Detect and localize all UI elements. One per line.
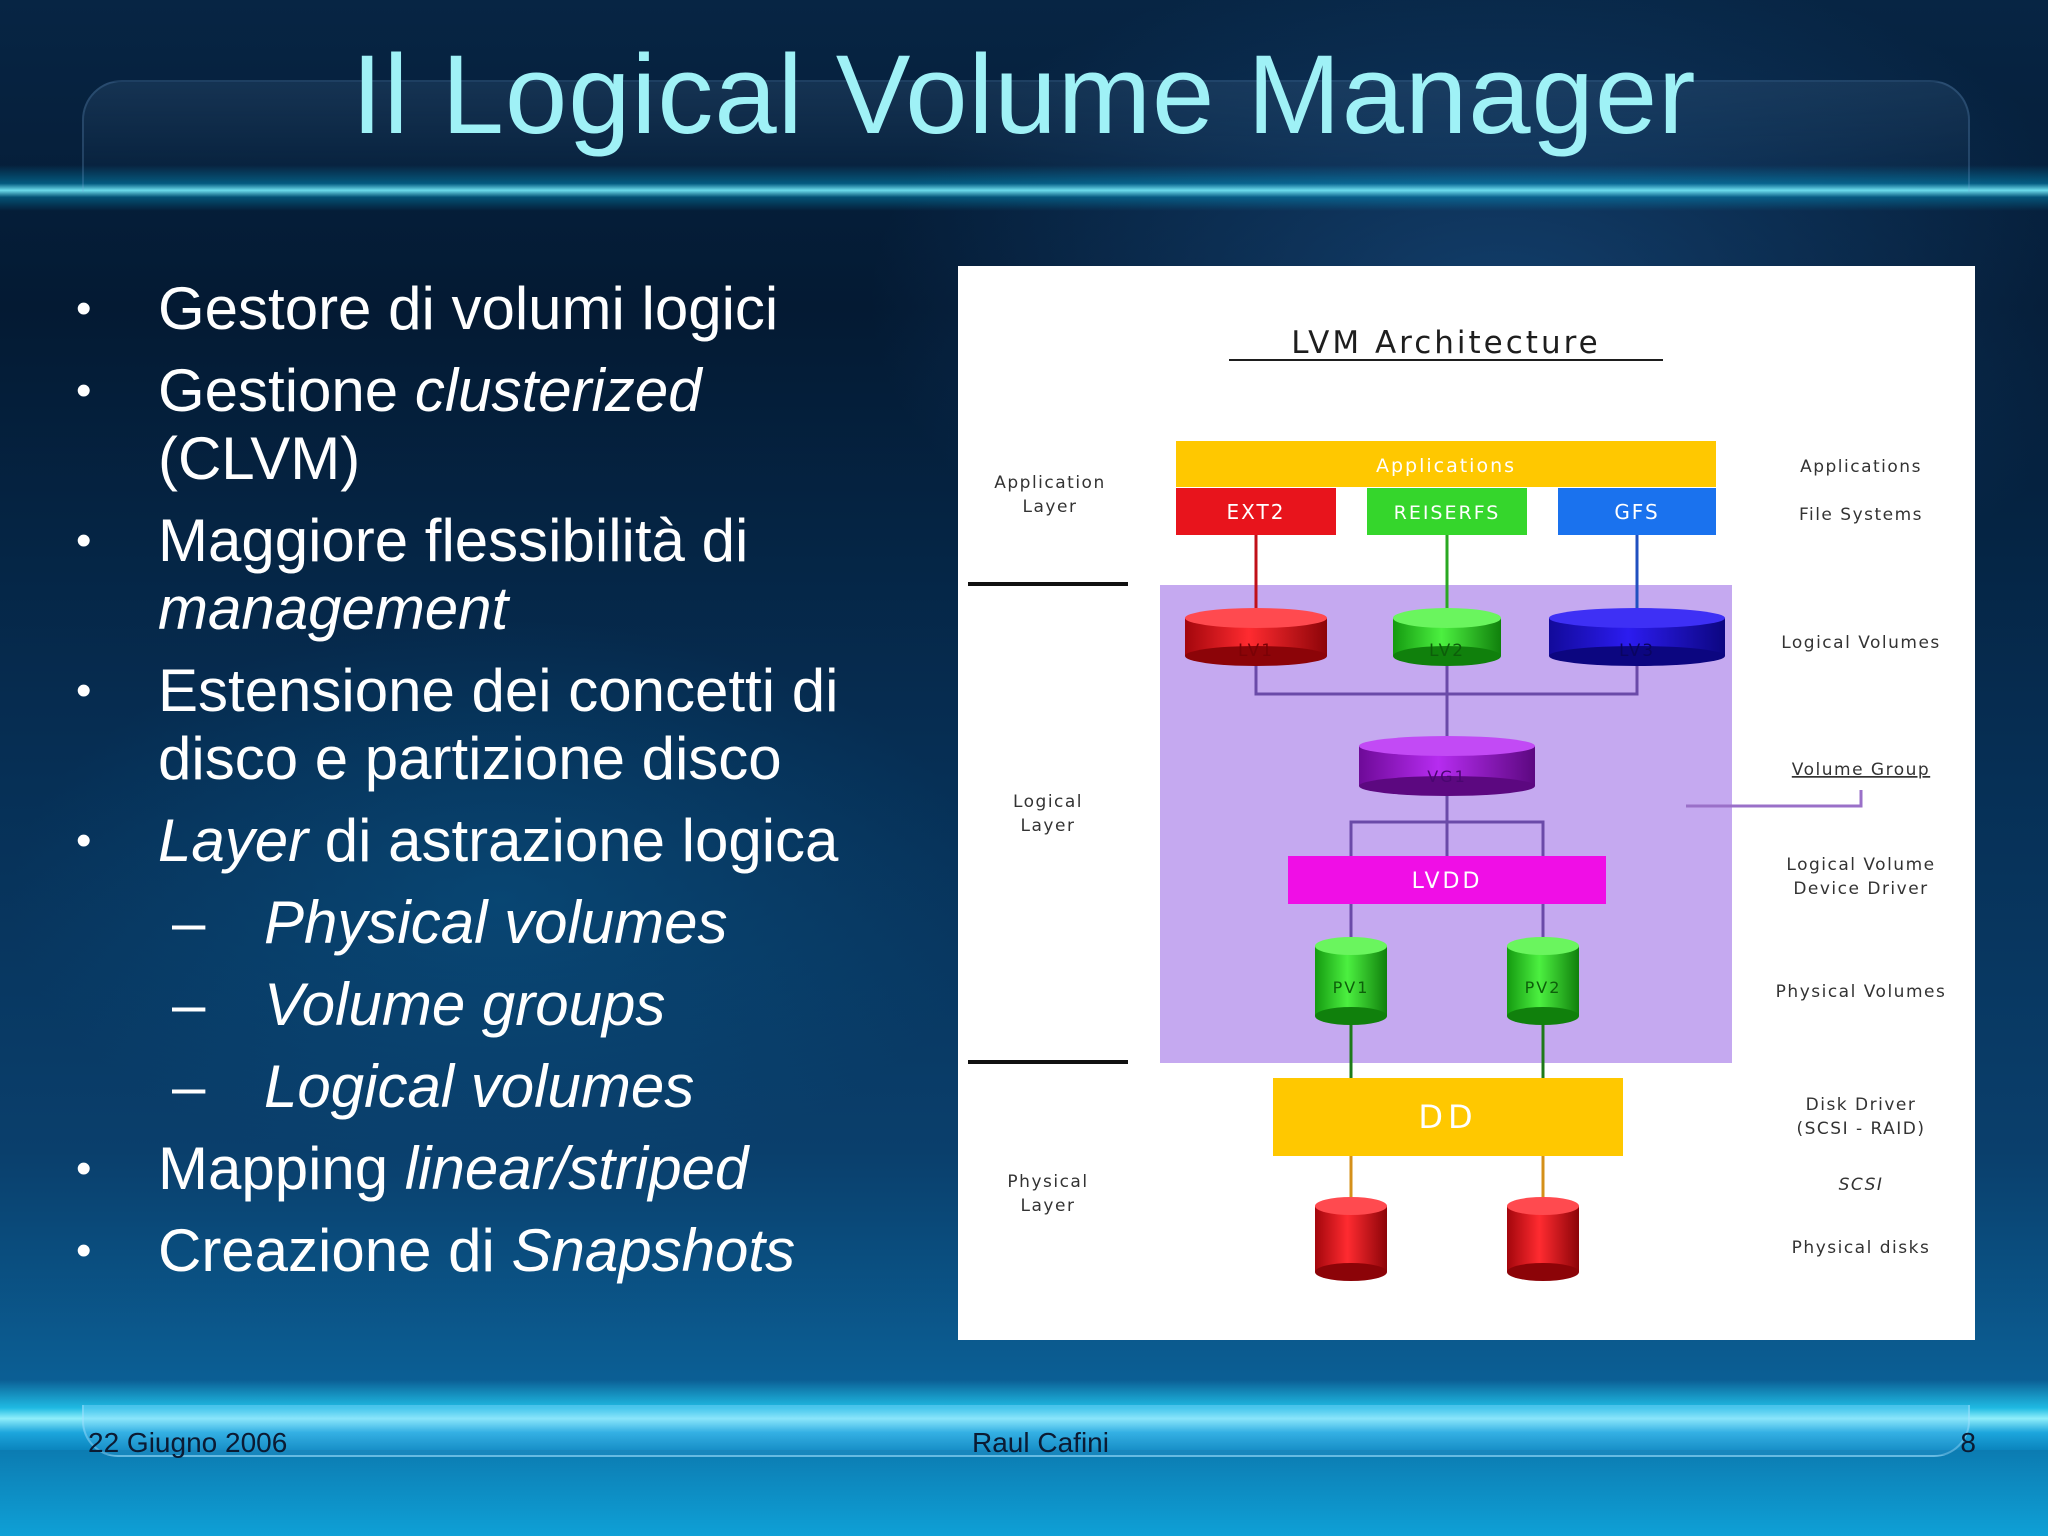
bullet-text-line1: Estensione dei concetti di (158, 657, 839, 724)
bullet-text: Creazione di Snapshots (158, 1217, 795, 1285)
diagram-title: LVM Architecture (1291, 325, 1600, 361)
lv1-cylinder (1185, 608, 1327, 666)
pv2-cylinder (1507, 937, 1579, 1025)
dd-box-label: DD (1418, 1098, 1477, 1136)
lvm-diagram-image: LVM Architecture Application Layer Logic… (958, 266, 1975, 1340)
title-frame (82, 80, 1970, 192)
lv2-label: LV2 (1429, 641, 1465, 661)
right-label-applications: Applications (1800, 457, 1922, 477)
physical-disk-icon (1507, 1197, 1579, 1281)
bullet-item: • Mapping linear/striped (72, 1135, 952, 1203)
vg1-cylinder (1359, 736, 1535, 796)
vg1-label: VG1 (1427, 767, 1467, 786)
bullet-text: Layer di astrazione logica (158, 807, 838, 875)
right-label-volume-group: Volume Group (1792, 760, 1930, 780)
bullet-text-plain: Creazione di (158, 1217, 512, 1284)
lv2-cylinder (1393, 608, 1501, 666)
bullet-icon: • (76, 516, 92, 565)
sub-bullet-text: Logical volumes (264, 1053, 695, 1120)
physical-disk-icon (1315, 1197, 1387, 1281)
bullet-icon: • (76, 666, 92, 715)
lv3-label: LV3 (1619, 641, 1655, 661)
bullet-icon: • (76, 816, 92, 865)
sub-bullet-item: – Physical volumes (72, 889, 952, 957)
bullet-item: • Layer di astrazione logica (72, 807, 952, 875)
dash-icon: – (172, 889, 206, 956)
right-label-disk-driver: (SCSI - RAID) (1796, 1119, 1925, 1139)
physical-layer-label: Physical (1007, 1172, 1088, 1192)
volume-group-pointer (1686, 790, 1863, 808)
right-label-lvdd: Device Driver (1793, 879, 1928, 899)
lvdd-box (1288, 856, 1606, 904)
bullet-icon: • (76, 1226, 92, 1275)
bullet-item: • Creazione di Snapshots (72, 1217, 952, 1285)
gfs-box-label: GFS (1614, 500, 1659, 524)
bullet-text-plain: di astrazione logica (308, 807, 839, 874)
pv1-cylinder (1315, 937, 1387, 1025)
dd-box (1273, 1078, 1623, 1156)
applications-box (1176, 441, 1716, 487)
dash-icon: – (172, 1053, 206, 1120)
dash-icon: – (172, 971, 206, 1038)
right-label-logical-volumes: Logical Volumes (1781, 633, 1941, 653)
bullet-icon: • (76, 284, 92, 333)
pv1-label: PV1 (1333, 978, 1370, 997)
right-label-lvdd: Logical Volume (1786, 855, 1935, 875)
reiserfs-box (1367, 488, 1527, 535)
application-layer-label: Layer (1023, 497, 1078, 517)
applications-box-label: Applications (1376, 455, 1516, 477)
bullet-item: • Gestore di volumi logici (72, 275, 952, 343)
right-label-disk-driver: Disk Driver (1806, 1095, 1917, 1115)
sub-bullet-text: Physical volumes (264, 889, 728, 956)
logical-layer-label: Logical (1013, 792, 1083, 812)
bullet-text-italic: linear/striped (404, 1135, 749, 1202)
bullet-text-plain: Mapping (158, 1135, 405, 1202)
slide-title: Il Logical Volume Manager (351, 32, 1697, 157)
bullet-text-italic: Snapshots (511, 1217, 796, 1284)
sub-bullet-item: – Logical volumes (72, 1053, 952, 1121)
bullet-text-italic: clusterized (414, 357, 702, 424)
bullet-text-italic: management (158, 575, 509, 642)
bullet-text-italic: Layer (158, 807, 309, 874)
right-label-physical-volumes: Physical Volumes (1776, 982, 1947, 1002)
physical-layer-label: Layer (1021, 1196, 1076, 1216)
right-label-file-systems: File Systems (1799, 505, 1923, 525)
bullet-text-line2: disco e partizione disco (158, 725, 782, 792)
ext2-box (1176, 488, 1336, 535)
lvm-diagram: LVM Architecture Application Layer Logic… (968, 325, 1947, 1281)
bullet-text-line2: (CLVM) (158, 425, 361, 492)
bullet-text: Mapping linear/striped (158, 1135, 748, 1203)
pv2-label: PV2 (1525, 978, 1562, 997)
bullet-text-plain: Maggiore flessibilità di (158, 507, 749, 574)
footer-author: Raul Cafini (972, 1427, 1109, 1458)
footer-frame (82, 1405, 1970, 1457)
footer-date: 22 Giugno 2006 (88, 1427, 288, 1458)
lv3-cylinder (1549, 608, 1725, 666)
application-layer-label: Application (994, 473, 1106, 493)
right-label-physical-disks: Physical disks (1792, 1238, 1931, 1258)
right-label-scsi: SCSI (1839, 1175, 1884, 1195)
gfs-box (1558, 488, 1716, 535)
ext2-box-label: EXT2 (1227, 500, 1286, 524)
lvdd-box-label: LVDD (1412, 869, 1483, 894)
footer-page-number: 8 (1960, 1427, 1976, 1458)
bullet-list: • Gestore di volumi logici • Gestione cl… (72, 275, 952, 1299)
connector (1349, 820, 1545, 856)
bullet-text: Gestore di volumi logici (158, 275, 779, 342)
bullet-text-plain: Gestione (158, 357, 415, 424)
sub-bullet-text: Volume groups (264, 971, 666, 1038)
bullet-icon: • (76, 366, 92, 415)
reiserfs-box-label: REISERFS (1394, 502, 1501, 524)
bullet-item: • Gestione clusterized (CLVM) (72, 357, 952, 493)
bullet-text: Gestione clusterized (CLVM) (158, 357, 702, 493)
lv1-label: LV1 (1238, 641, 1274, 661)
logical-layer-label: Layer (1021, 816, 1076, 836)
bullet-icon: • (76, 1144, 92, 1193)
sub-bullet-item: – Volume groups (72, 971, 952, 1039)
